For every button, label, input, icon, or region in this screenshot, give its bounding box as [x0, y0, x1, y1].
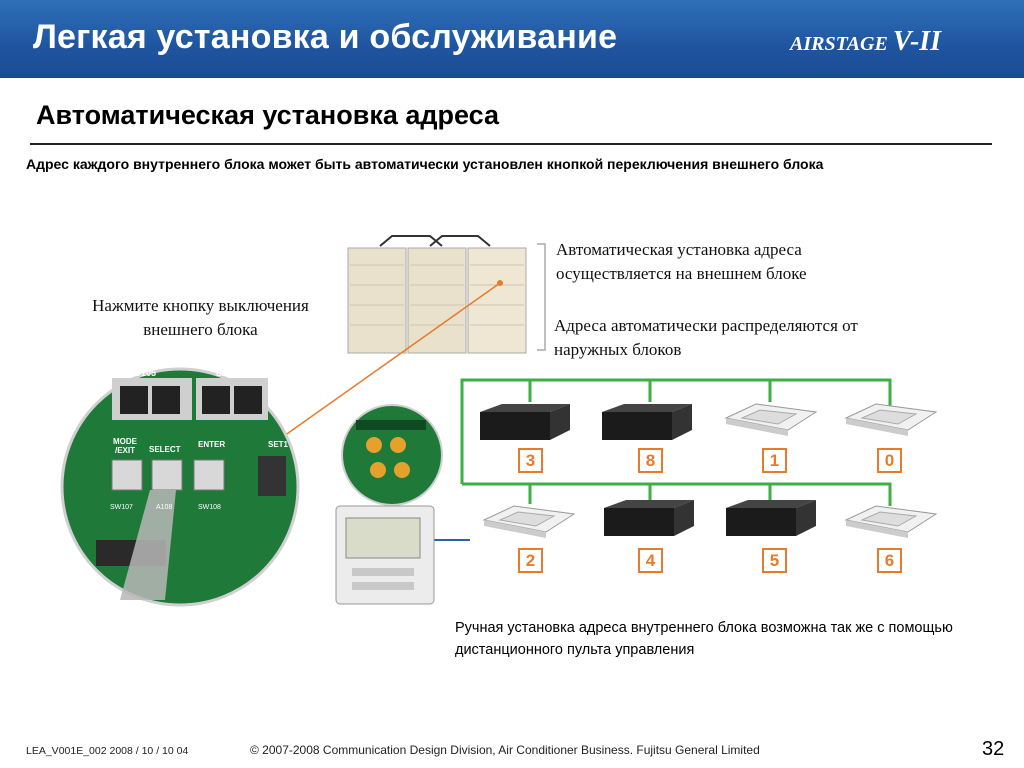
- heading-rule: [30, 143, 992, 145]
- pcb-sw108-label: SW108: [198, 504, 221, 511]
- slide-title: Легкая установка и обслуживание: [33, 18, 618, 56]
- address-badge: 8: [638, 448, 663, 473]
- pcb-enter-label: ENTER: [198, 440, 226, 449]
- logo-brand: AIRSTAGE: [790, 33, 888, 55]
- address-badge: 5: [762, 548, 787, 573]
- address-badge: 6: [877, 548, 902, 573]
- pcb-a108-label: A108: [156, 504, 173, 511]
- header-bar: Легкая установка и обслуживание AIRSTAGE…: [0, 0, 1024, 78]
- pcb-mode-exit-label: MODE /EXIT: [113, 437, 137, 455]
- callout-outdoor-auto-address: Автоматическая установка адреса осуществ…: [556, 240, 807, 283]
- pcb-closeup-large: [60, 367, 300, 607]
- footer-copyright: © 2007-2008 Communication Design Divisio…: [250, 743, 760, 757]
- address-badge: 3: [518, 448, 543, 473]
- logo-version: V-II: [892, 26, 942, 57]
- callout-press-button: Нажмите кнопку выключения внешнего блока: [92, 296, 309, 339]
- footer-doc-code: LEA_V001E_002 2008 / 10 / 10 04: [26, 745, 189, 757]
- airstage-logo: AIRSTAGE V-II: [790, 26, 941, 58]
- manual-address-note: Ручная установка адреса внутреннего блок…: [455, 620, 953, 658]
- page-number: 32: [982, 738, 1005, 760]
- indoor-units-row2: [482, 500, 938, 538]
- address-badge: 4: [638, 548, 663, 573]
- section-heading: Автоматическая установка адреса: [36, 100, 500, 130]
- pcb-sw107-label: SW107: [110, 504, 133, 511]
- pcb-led-label-2: LED10: [216, 368, 245, 378]
- description-text: Адрес каждого внутреннего блока может бы…: [26, 156, 824, 172]
- pcb-led-label-1: LED105: [123, 368, 157, 378]
- indoor-units-row1: [480, 403, 938, 440]
- outdoor-units: [347, 235, 527, 354]
- address-badge: 1: [762, 448, 787, 473]
- callout-distribute: Адреса автоматически распределяются от н…: [554, 316, 858, 359]
- refrigerant-pipes: [460, 378, 892, 506]
- pcb-set1-label: SET1: [268, 440, 289, 449]
- pcb-closeup-small: [341, 404, 443, 506]
- pcb-select-label: SELECT: [149, 445, 181, 454]
- remote-controller: [335, 505, 435, 605]
- address-badge: 0: [877, 448, 902, 473]
- address-badge: 2: [518, 548, 543, 573]
